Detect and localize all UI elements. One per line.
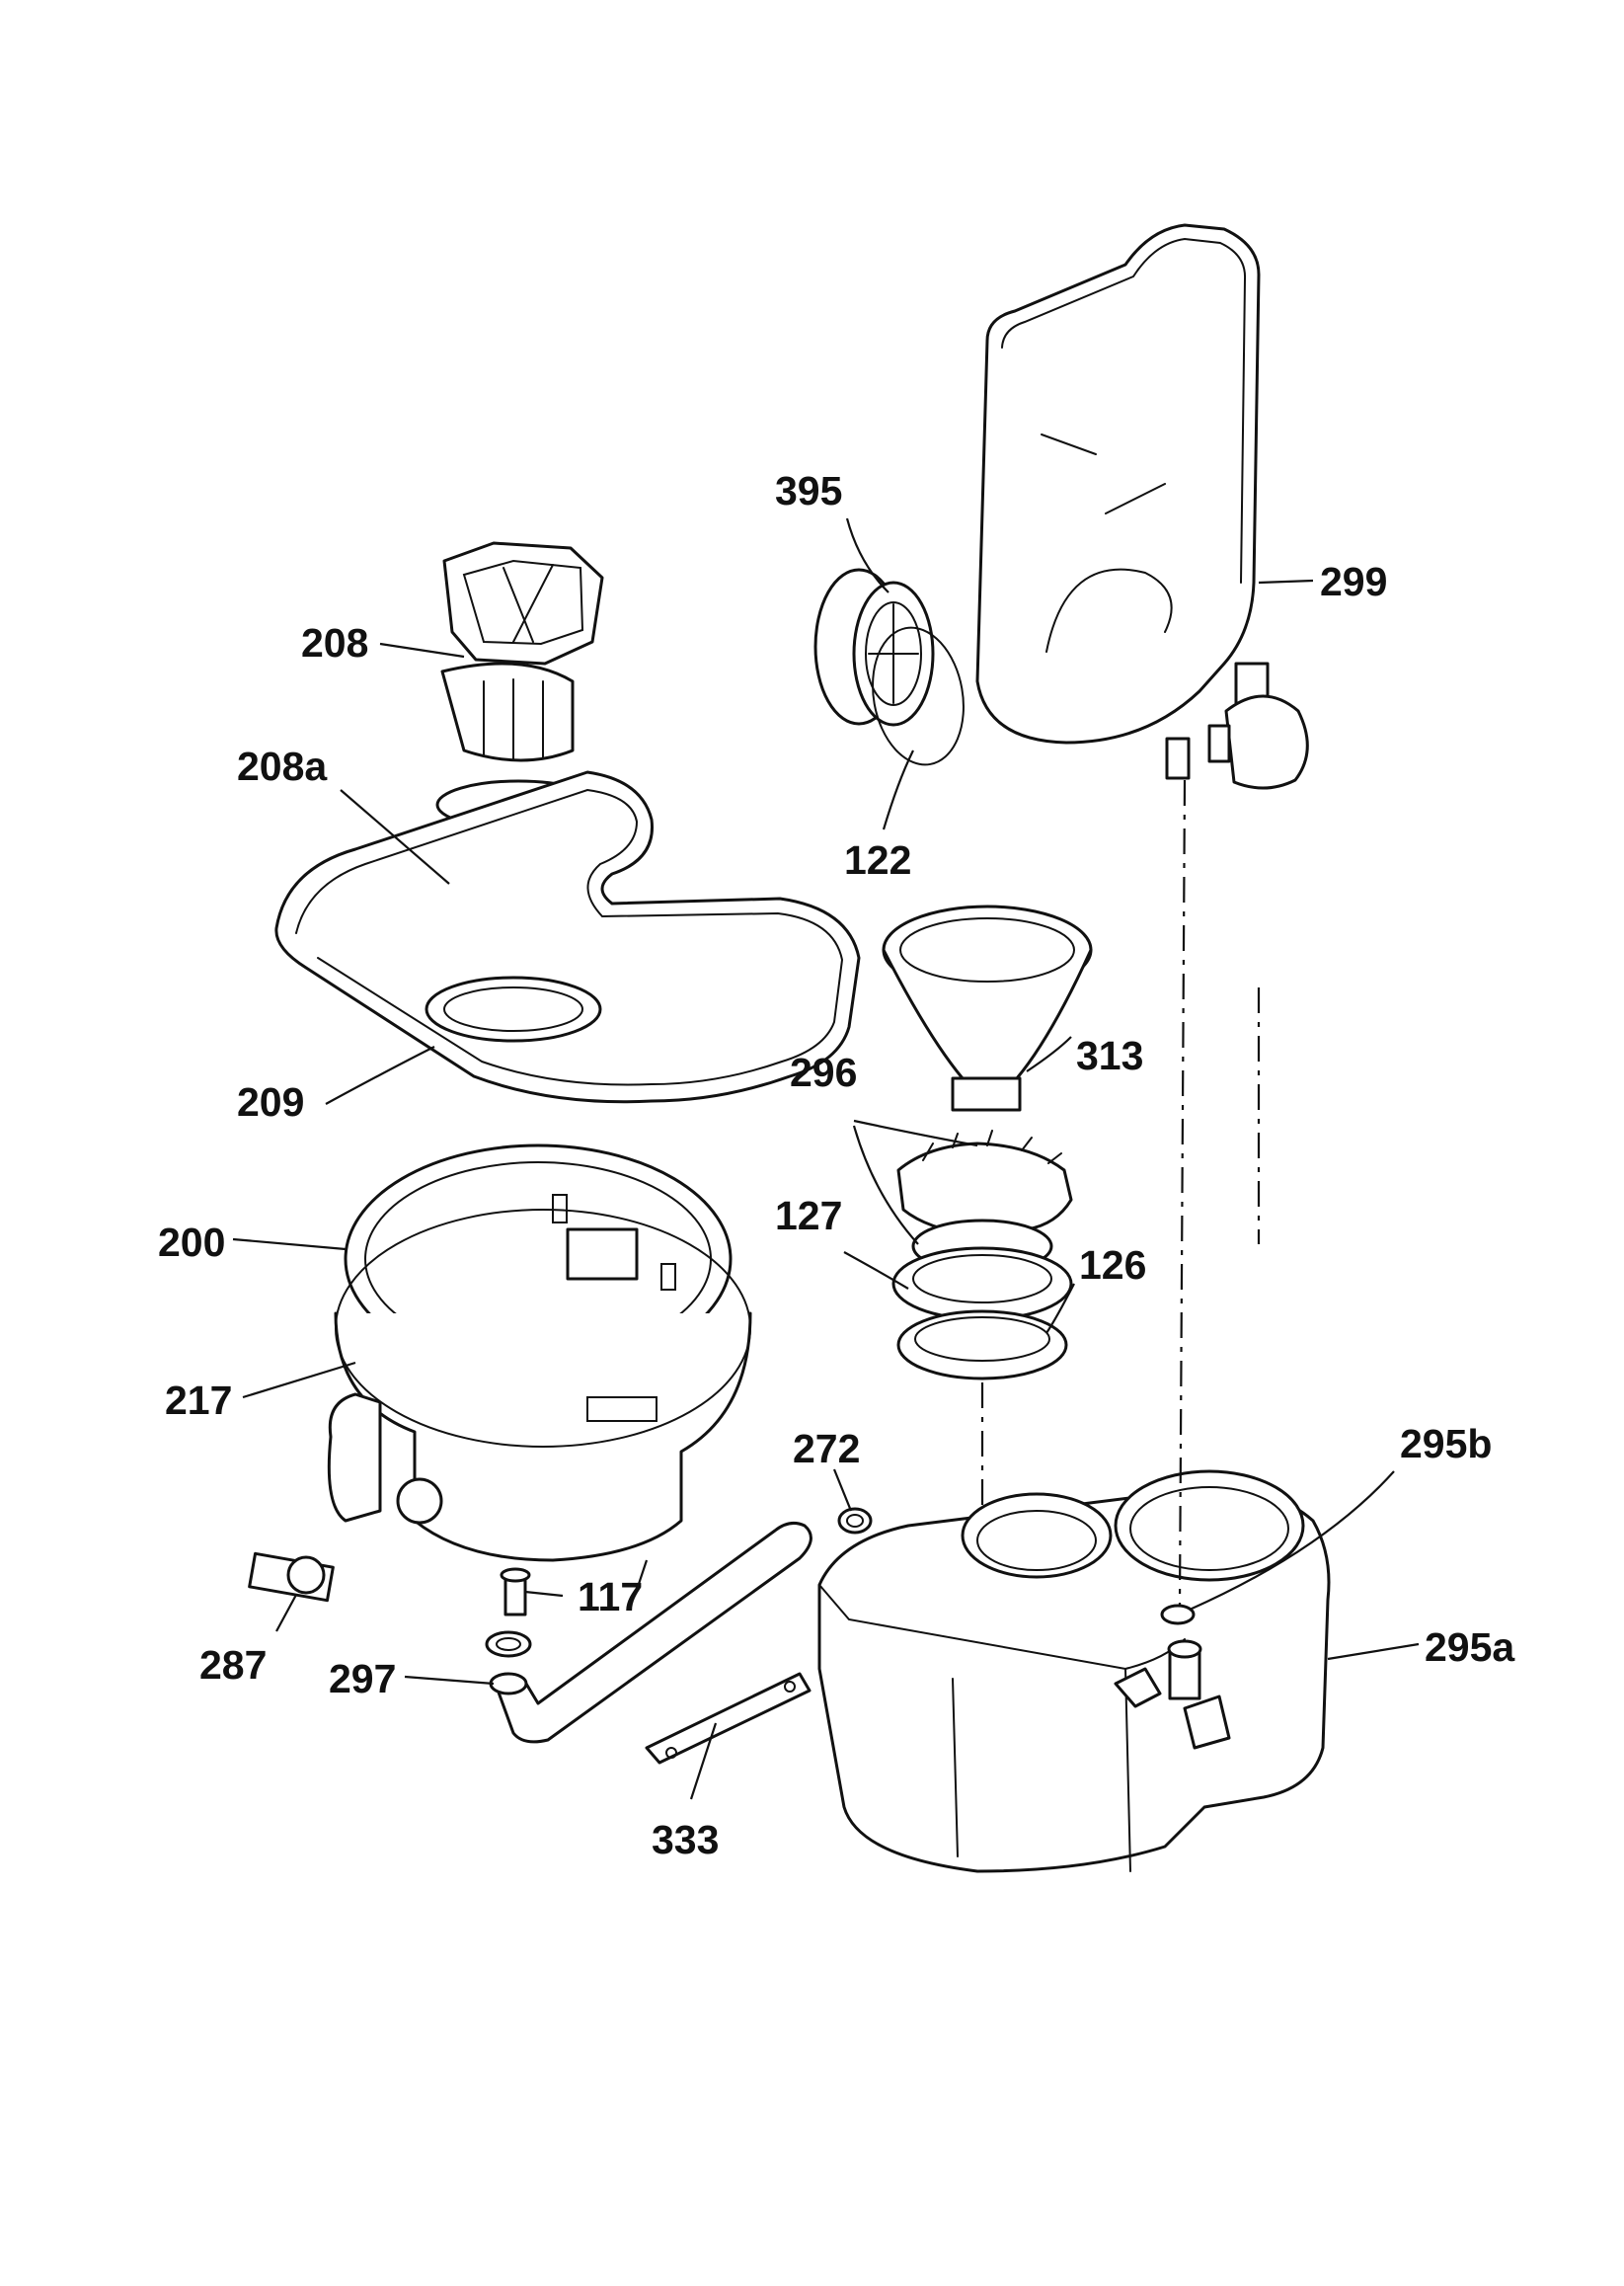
label-395: 395 xyxy=(775,468,842,513)
part-295a-softener xyxy=(817,1469,1331,1873)
label-209: 209 xyxy=(237,1079,304,1125)
part-287-sensor xyxy=(248,1551,335,1603)
label-217: 217 xyxy=(165,1378,232,1423)
part-127-ring xyxy=(891,1246,1073,1321)
label-295b: 295b xyxy=(1400,1421,1492,1466)
label-297: 297 xyxy=(329,1656,396,1701)
part-209-filter-plate xyxy=(274,770,861,1104)
label-287: 287 xyxy=(199,1642,267,1688)
label-122: 122 xyxy=(844,837,911,883)
part-296-cap xyxy=(896,1130,1073,1274)
label-313: 313 xyxy=(1076,1033,1143,1078)
label-117: 117 xyxy=(578,1574,643,1619)
part-117-screw xyxy=(500,1567,531,1616)
label-126: 126 xyxy=(1079,1242,1146,1288)
part-labels: 395 299 208 208a 122 313 296 209 127 126… xyxy=(158,468,1515,1862)
label-295a: 295a xyxy=(1425,1624,1515,1670)
part-272-clip xyxy=(837,1507,873,1535)
part-208-filter xyxy=(440,541,604,762)
label-127: 127 xyxy=(775,1193,842,1238)
part-126-seal xyxy=(896,1309,1068,1380)
part-hose-clamp xyxy=(485,1630,532,1658)
label-208: 208 xyxy=(301,620,368,666)
part-395-cap xyxy=(813,568,935,727)
label-208a: 208a xyxy=(237,744,328,789)
label-200: 200 xyxy=(158,1220,225,1265)
part-295b-o-ring xyxy=(1160,1604,1196,1625)
label-333: 333 xyxy=(652,1817,719,1862)
assembly-axes xyxy=(635,779,1261,1606)
part-299-tank xyxy=(975,223,1309,790)
part-313-funnel xyxy=(882,905,1093,1112)
part-333-bracket xyxy=(645,1672,812,1765)
part-122-o-ring xyxy=(872,626,965,766)
part-217-sump xyxy=(327,1194,752,1562)
leader-lines xyxy=(232,517,1420,1800)
label-299: 299 xyxy=(1320,559,1387,604)
label-272: 272 xyxy=(793,1426,860,1471)
label-296: 296 xyxy=(790,1050,857,1095)
